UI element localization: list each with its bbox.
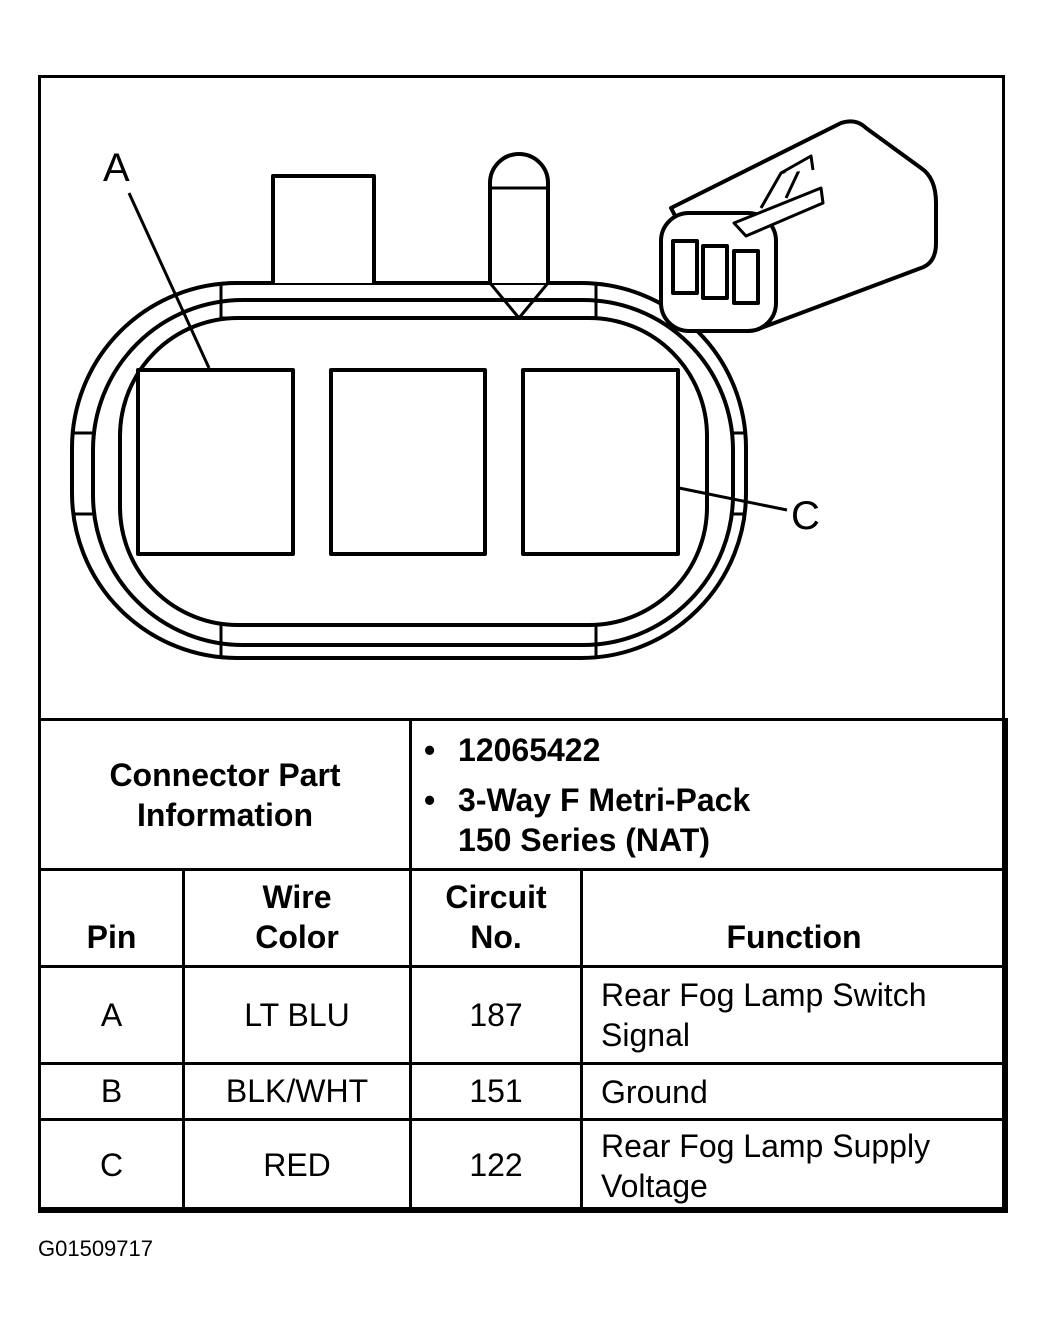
wire-color-cell: LT BLU <box>181 965 413 1065</box>
connector-part-info-row: Connector Part Information 12065422 3-Wa… <box>37 718 1009 871</box>
connector-key-tab <box>271 174 376 283</box>
callout-a-label: A <box>103 146 130 190</box>
connector-latch-post <box>488 152 550 283</box>
wire-color-cell: RED <box>181 1118 413 1213</box>
table-row: B BLK/WHT 151 Ground <box>38 1062 1009 1121</box>
circuit-no-cell: 122 <box>409 1118 584 1213</box>
table-row: A LT BLU 187 Rear Fog Lamp Switch Signal <box>38 965 1009 1065</box>
connector-drawing: A C <box>41 78 1002 718</box>
circuit-no-cell: 187 <box>409 965 584 1065</box>
terminal-cavity-c <box>521 368 680 556</box>
connector-part-info-label: Connector Part Information <box>37 718 413 871</box>
callout-c-leader <box>678 486 788 512</box>
function-column-header: Function <box>580 868 1009 968</box>
wire-color-cell: BLK/WHT <box>181 1062 413 1121</box>
function-cell: Rear Fog Lamp Supply Voltage <box>580 1118 1009 1213</box>
circuit-no-cell: 151 <box>409 1062 584 1121</box>
connector-part-info-values: 12065422 3-Way F Metri-Pack 150 Series (… <box>409 718 1009 871</box>
function-cell: Ground <box>580 1062 1009 1121</box>
pin-cell: C <box>38 1118 185 1213</box>
callout-c-label: C <box>791 494 820 538</box>
wire-color-column-header: Wire Color <box>181 868 413 968</box>
pin-table-header-row: Pin Wire Color Circuit No. Function <box>38 868 1009 968</box>
figure-id: G01509717 <box>38 1236 153 1261</box>
part-number: 12065422 <box>412 730 1005 770</box>
pin-cell: B <box>38 1062 185 1121</box>
connector-series: 3-Way F Metri-Pack 150 Series (NAT) <box>412 780 788 860</box>
connector-isometric-view <box>659 119 938 333</box>
table-row: C RED 122 Rear Fog Lamp Supply Voltage <box>38 1118 1009 1213</box>
connector-face-illustration <box>70 119 938 660</box>
function-cell: Rear Fog Lamp Switch Signal <box>580 965 1009 1065</box>
terminal-cavity-b <box>329 368 487 556</box>
diagram-frame: A C Connector Part Information 12065422 … <box>37 75 1009 1213</box>
circuit-no-column-header: Circuit No. <box>409 868 584 968</box>
connector-inner-rim <box>91 298 735 647</box>
connector-info-table: Connector Part Information 12065422 3-Wa… <box>37 718 1009 1213</box>
pin-cell: A <box>38 965 185 1065</box>
pin-column-header: Pin <box>38 868 185 968</box>
callout-a-leader <box>127 192 211 369</box>
terminal-cavity-a <box>136 368 295 556</box>
